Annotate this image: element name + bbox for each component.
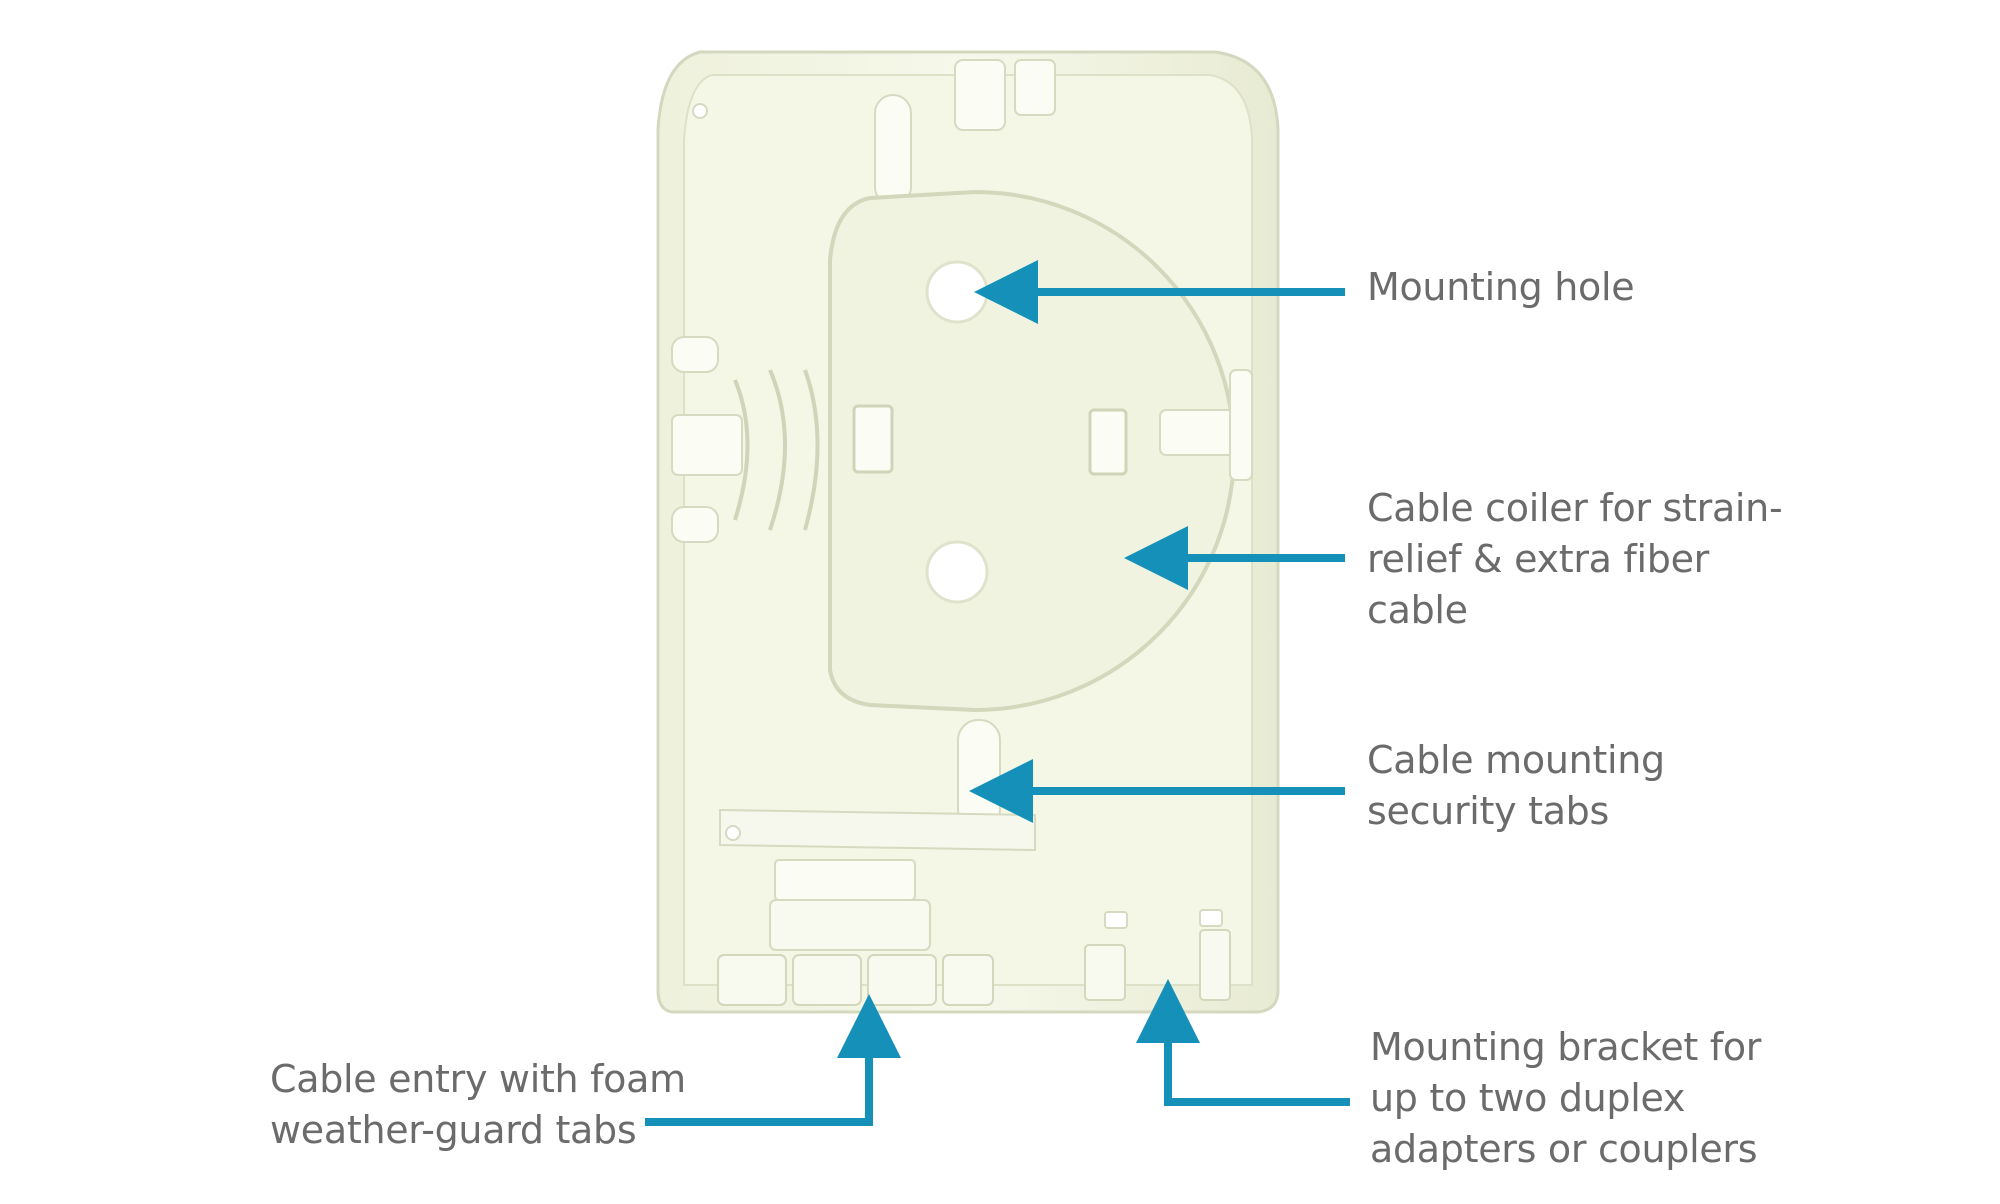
fiber-wall-box-icon (656, 50, 1280, 1014)
cable-coiler-label-line-1: Cable coiler for strain- (1367, 486, 1783, 530)
cable-entry-label: Cable entry with foam weather-guard tabs (270, 1054, 686, 1156)
cable-coiler-label-line-3: cable (1367, 588, 1468, 632)
cable-entry-arrow (645, 994, 901, 1126)
mounting-hole-label-line-1: Mounting hole (1367, 265, 1635, 309)
cable-coiler-label: Cable coiler for strain- relief & extra … (1367, 483, 1783, 636)
security-tabs-label-line-1: Cable mounting (1367, 738, 1665, 782)
mounting-hole-label: Mounting hole (1367, 262, 1635, 313)
cable-entry-label-line-1: Cable entry with foam (270, 1057, 686, 1101)
security-tabs-label-line-2: security tabs (1367, 789, 1610, 833)
mounting-bracket-label-line-2: up to two duplex (1370, 1076, 1686, 1120)
mounting-bracket-label-line-1: Mounting bracket for (1370, 1025, 1762, 1069)
mounting-bracket-label-line-3: adapters or couplers (1370, 1127, 1758, 1171)
mounting-bracket-label: Mounting bracket for up to two duplex ad… (1370, 1022, 1761, 1175)
security-tabs-label: Cable mounting security tabs (1367, 735, 1665, 837)
cable-entry-label-line-2: weather-guard tabs (270, 1108, 637, 1152)
cable-coiler-label-line-2: relief & extra fiber (1367, 537, 1709, 581)
mounting-bracket-arrow (1136, 979, 1350, 1106)
